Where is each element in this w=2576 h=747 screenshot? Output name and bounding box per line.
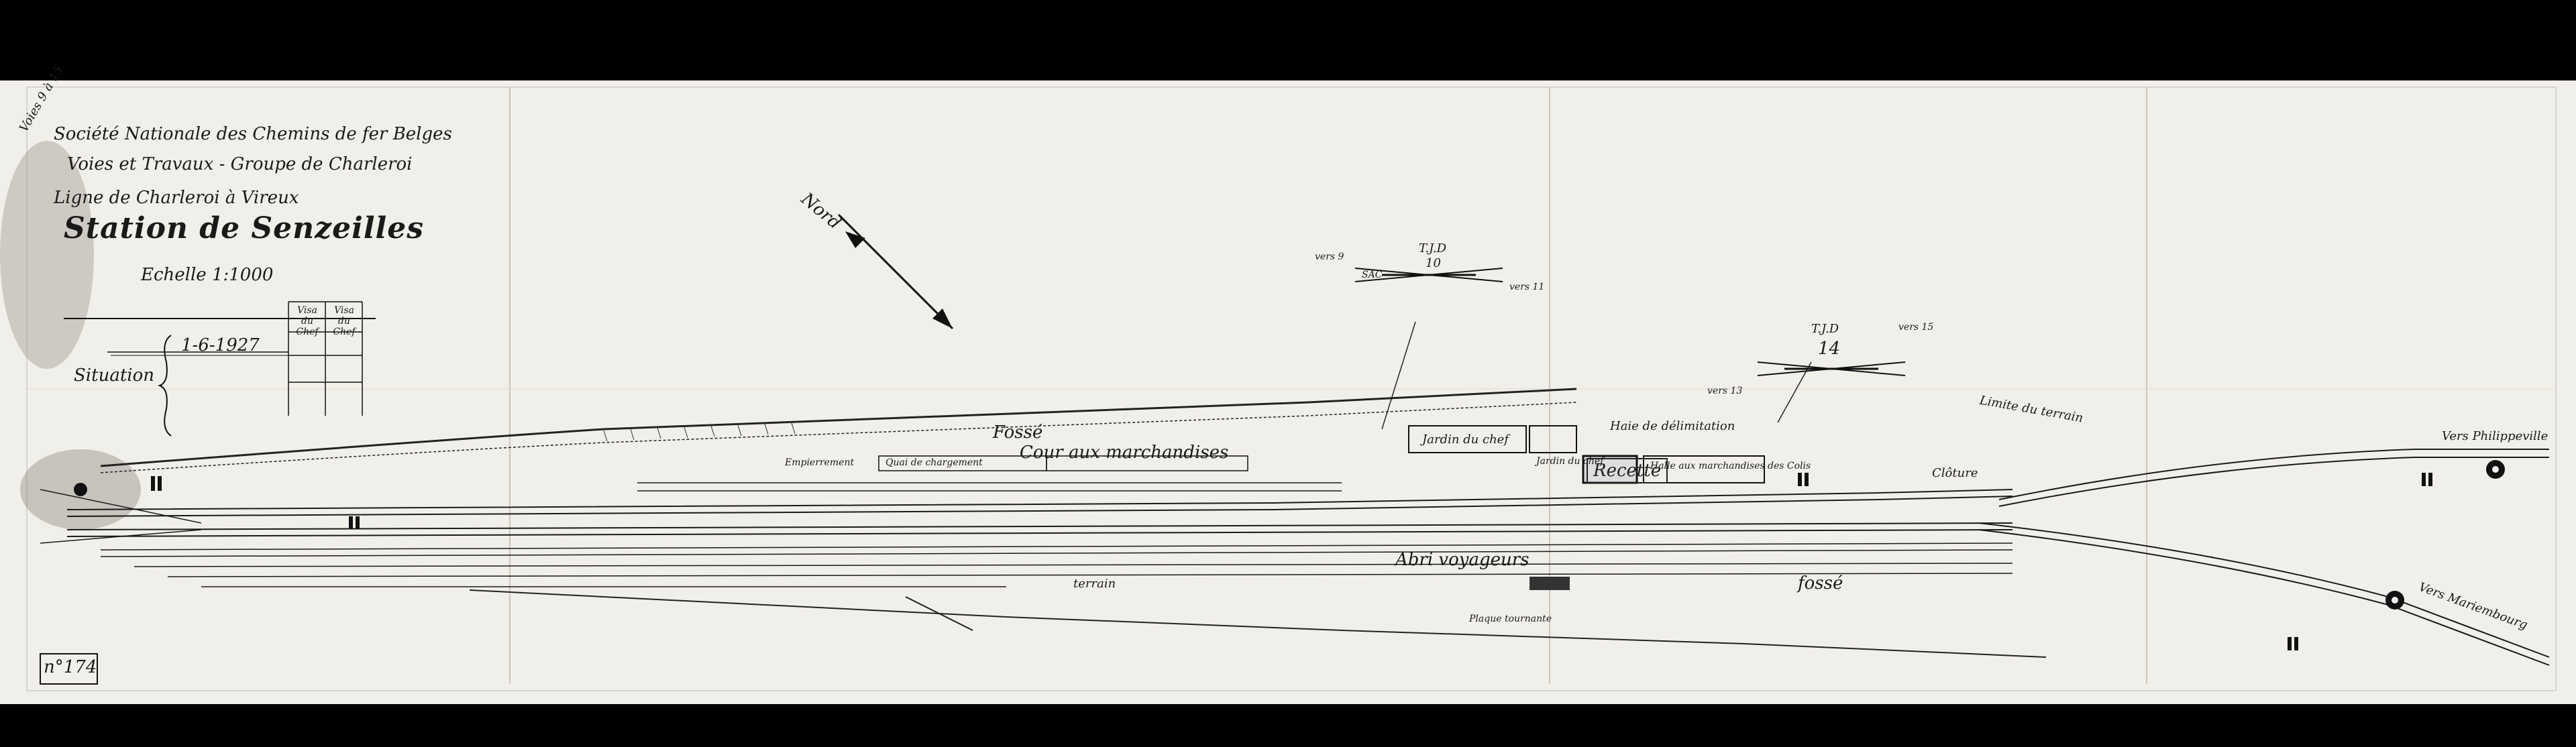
label-jardin-chef: Jardin du chef	[1422, 433, 1509, 447]
situation-date: 1-6-1927	[181, 335, 260, 355]
tjd-left-number: 10	[1426, 256, 1441, 270]
sheet-number: n°174	[44, 657, 97, 677]
track-plan-drawing	[0, 87, 2557, 691]
tjd-right-vers-left: vers 13	[1707, 386, 1743, 396]
label-vers-philippeville: Vers Philippeville	[2442, 429, 2548, 443]
label-plaque-tournante: Plaque tournante	[1469, 614, 1552, 624]
label-heures: Haie de délimitation	[1610, 419, 1735, 433]
tjd-left-vers-right: vers 11	[1509, 282, 1545, 292]
label-cloture: Clôture	[1932, 466, 1978, 480]
tjd-left-title: T.J.D	[1419, 241, 1447, 255]
label-abri-voyageurs: Abri voyageurs	[1395, 550, 1529, 570]
label-halle-marchandises: Halle aux marchandises des Colis	[1650, 461, 1811, 471]
situation-label: Situation	[74, 365, 154, 386]
label-quai-chargement: Quai de chargement	[885, 457, 983, 468]
label-recette: Recette	[1587, 458, 1668, 483]
tjd-right-title: T.J.D	[1811, 322, 1839, 336]
tjd-left-vers-left: vers 9	[1315, 251, 1344, 262]
line-title: Ligne de Charleroi à Vireux	[54, 188, 299, 208]
society-title: Société Nationale des Chemins de fer Bel…	[54, 124, 452, 144]
label-empierrement: Empierrement	[785, 457, 855, 468]
label-fosse-top: Fossé	[993, 422, 1043, 443]
table-col1-header: Visa du Chef	[296, 305, 319, 337]
station-title: Station de Senzeilles	[64, 211, 425, 245]
scale-label: Echelle 1:1000	[141, 265, 274, 285]
division-title: Voies et Travaux - Groupe de Charleroi	[67, 154, 413, 174]
table-col2-header: Visa du Chef	[333, 305, 356, 337]
label-fosse-bottom: fossé	[1798, 573, 1843, 593]
drawing-sheet: Voies 9 à 15 Société Nationale des Chemi…	[0, 64, 2576, 704]
label-terrain: terrain	[1073, 577, 1116, 591]
tjd-left-sac: SAC	[1362, 270, 1383, 280]
tjd-right-vers-right: vers 15	[1898, 322, 1934, 333]
tjd-right-number: 14	[1818, 339, 1841, 359]
label-cour-marchandises: Cour aux marchandises	[1020, 443, 1229, 463]
